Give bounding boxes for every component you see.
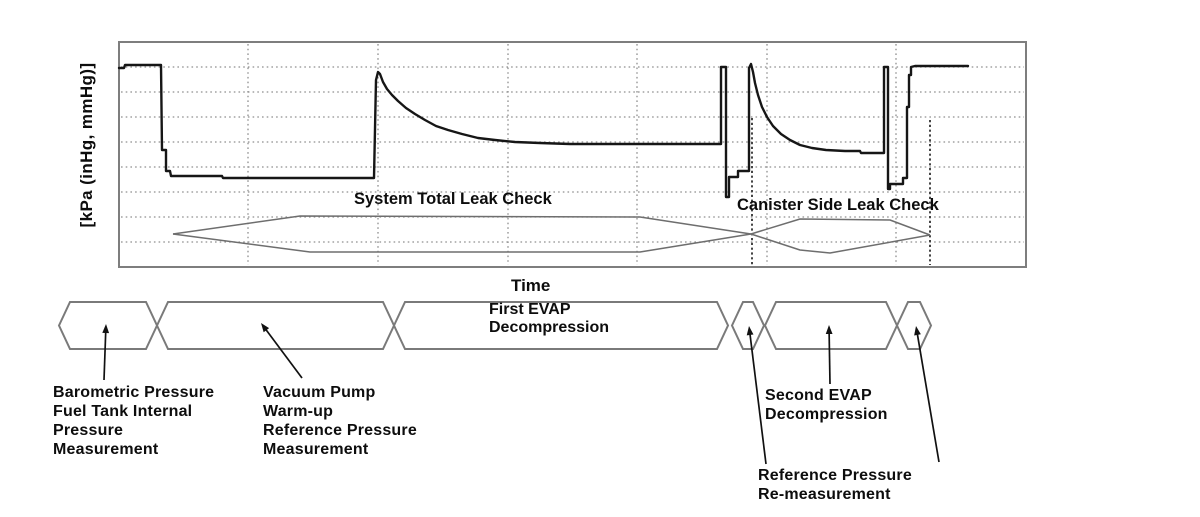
x-axis-label: Time xyxy=(511,276,551,295)
annotation-system-total-leak-check: System Total Leak Check xyxy=(354,190,552,208)
annotation-canister-side-leak-check: Canister Side Leak Check xyxy=(737,196,939,214)
y-axis-label: [kPa (inHg, mmHg)] xyxy=(77,62,96,228)
